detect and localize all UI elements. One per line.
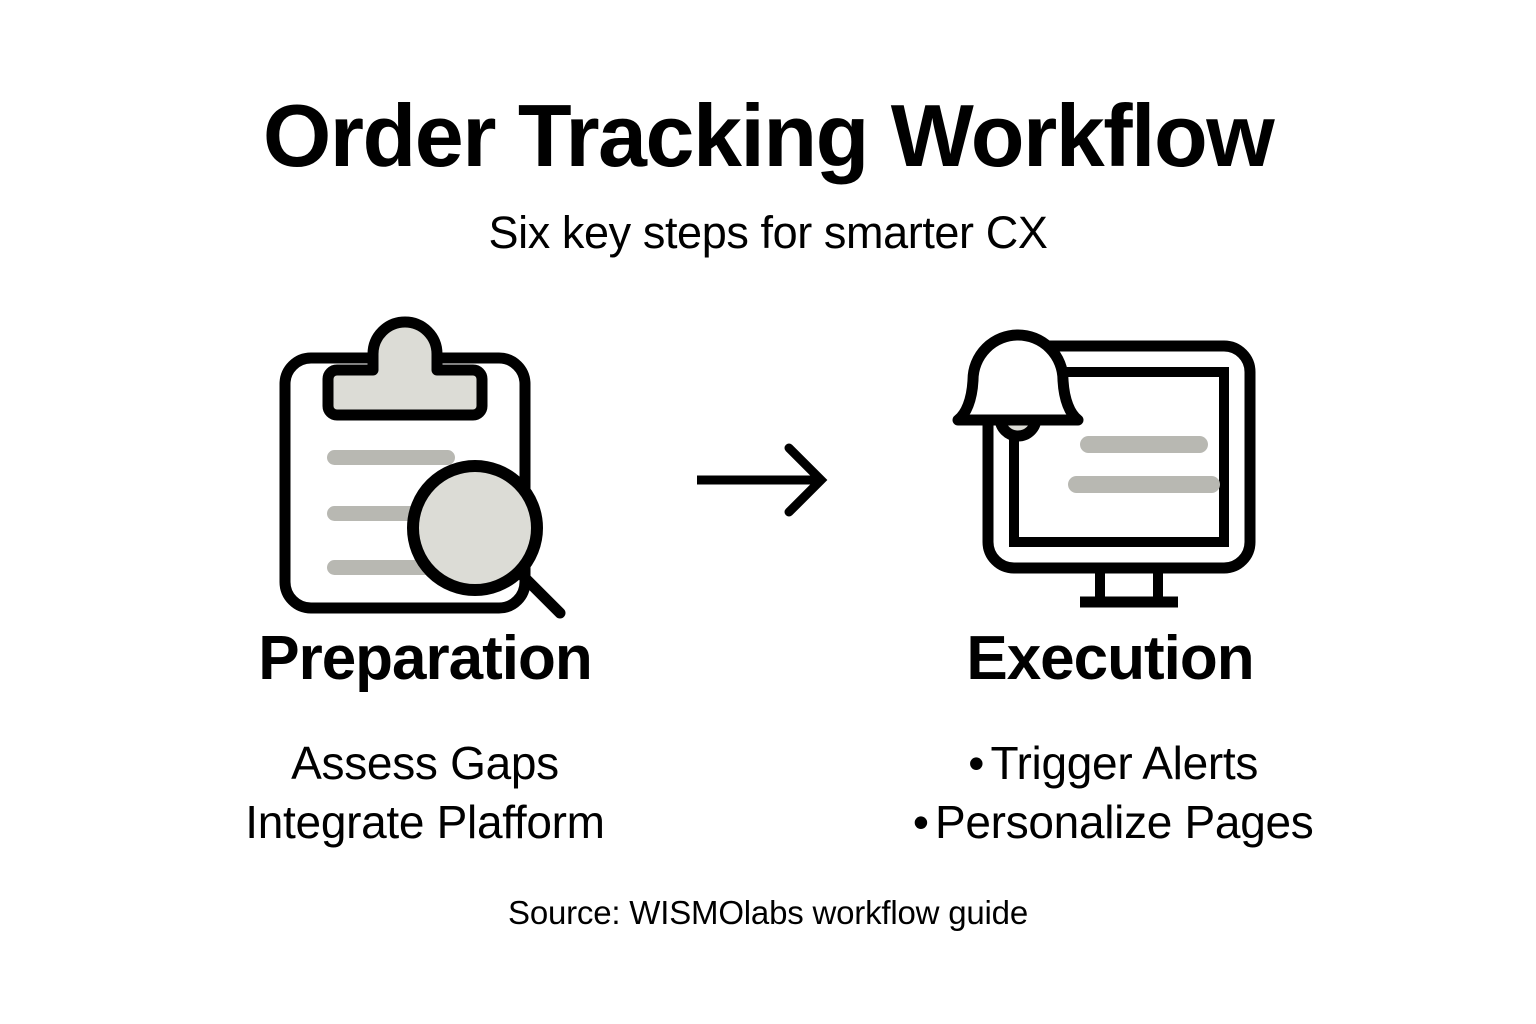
- header: Order Tracking Workflow Six key steps fo…: [0, 86, 1536, 258]
- clipboard-line-1: [327, 450, 455, 465]
- clipboard-clip: [322, 316, 488, 421]
- monitor-bell-icon: [952, 329, 1256, 608]
- stage-heading-execution: Execution: [966, 624, 1254, 693]
- bell-dome: [952, 329, 1084, 426]
- arrow-right-icon: [696, 443, 827, 517]
- stage-icon-preparation: [205, 316, 645, 619]
- page-title: Order Tracking Workflow: [262, 86, 1275, 185]
- list-item-label: Trigger Alerts: [990, 737, 1259, 789]
- stage-icon-execution: [890, 318, 1330, 618]
- clipboard-line-2: [327, 506, 431, 521]
- list-item-label: Personalize Pages: [935, 795, 1314, 848]
- page-subtitle: Six key steps for smarter CX: [488, 207, 1048, 258]
- source-caption: Source: WISMOlabs workflow guide: [508, 894, 1028, 931]
- stage-column-execution: Execution •Trigger Alerts •Personalize P…: [830, 628, 1390, 852]
- clipboard-line-3: [327, 560, 439, 575]
- list-item: Assess Gaps: [291, 737, 559, 789]
- stage-heading-preparation: Preparation: [258, 624, 593, 693]
- screen-line-1: [1080, 436, 1208, 453]
- stage-list-preparation: Assess Gaps Integrate Plafform: [145, 690, 705, 852]
- stage-list-execution: •Trigger Alerts •Personalize Pages: [830, 690, 1390, 852]
- flow-arrow: [645, 440, 890, 550]
- clipboard-magnifier-icon: [279, 316, 566, 619]
- workflow-icon-row: [0, 316, 1536, 619]
- magnifier-lens: [407, 460, 543, 596]
- bullet-icon: •: [968, 737, 985, 789]
- bullet-icon: •: [912, 795, 929, 848]
- workflow-columns: Preparation Assess Gaps Integrate Plaffo…: [0, 628, 1536, 878]
- list-item: •Personalize Pages: [830, 793, 1390, 852]
- list-item: Integrate Plafform: [245, 795, 605, 848]
- list-item: •Trigger Alerts: [830, 734, 1390, 793]
- screen-line-2: [1068, 476, 1220, 493]
- stage-column-preparation: Preparation Assess Gaps Integrate Plaffo…: [145, 628, 705, 852]
- arrow-head: [784, 443, 827, 517]
